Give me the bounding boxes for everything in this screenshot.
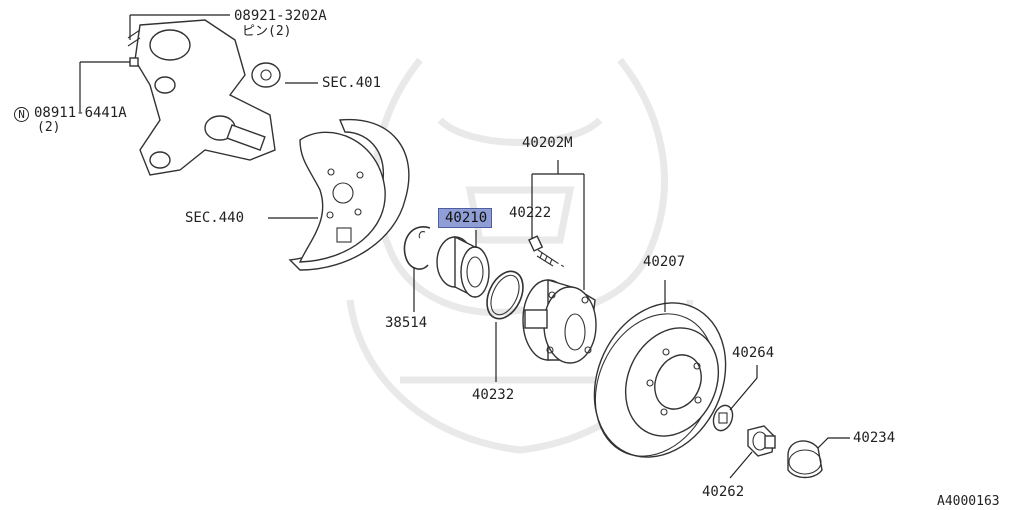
brake-disc [593, 302, 727, 458]
hub-nut [747, 425, 776, 457]
nut-symbol: N [14, 107, 29, 122]
steering-knuckle [127, 19, 281, 176]
p40234-leader [817, 437, 850, 449]
nut-part-number: 08911-6441A [34, 105, 127, 121]
pin-note: ピン(2) [242, 24, 292, 39]
label-sec401: SEC.401 [322, 75, 382, 91]
seal-ring [486, 270, 524, 320]
wheel-bearing [436, 235, 490, 299]
label-40232: 40232 [472, 387, 515, 403]
p40202M-bracket [531, 160, 585, 290]
label-40202M: 40202M [522, 135, 573, 151]
label-40234: 40234 [853, 430, 896, 446]
p40262-leader [729, 451, 753, 479]
snap-ring [403, 226, 431, 270]
label-40222: 40222 [509, 205, 552, 221]
label-40264: 40264 [732, 345, 775, 361]
grease-cap [787, 440, 823, 479]
pin-leader [129, 14, 230, 40]
nut-leader [79, 61, 130, 112]
pin-part-number: 08921-3202A [234, 8, 327, 24]
label-40262: 40262 [702, 484, 745, 500]
washer [712, 404, 734, 432]
label-40210-highlighted[interactable]: 40210 [438, 208, 493, 228]
label-38514: 38514 [385, 315, 428, 331]
wheel-hub [522, 279, 597, 364]
hub-bolt [528, 235, 567, 269]
label-sec440: SEC.440 [185, 210, 245, 226]
splash-shield [288, 118, 410, 271]
figure-id: A4000163 [937, 494, 1000, 509]
label-40207: 40207 [643, 254, 686, 270]
nut-qty: (2) [37, 120, 61, 135]
p40264-leader [729, 365, 758, 411]
